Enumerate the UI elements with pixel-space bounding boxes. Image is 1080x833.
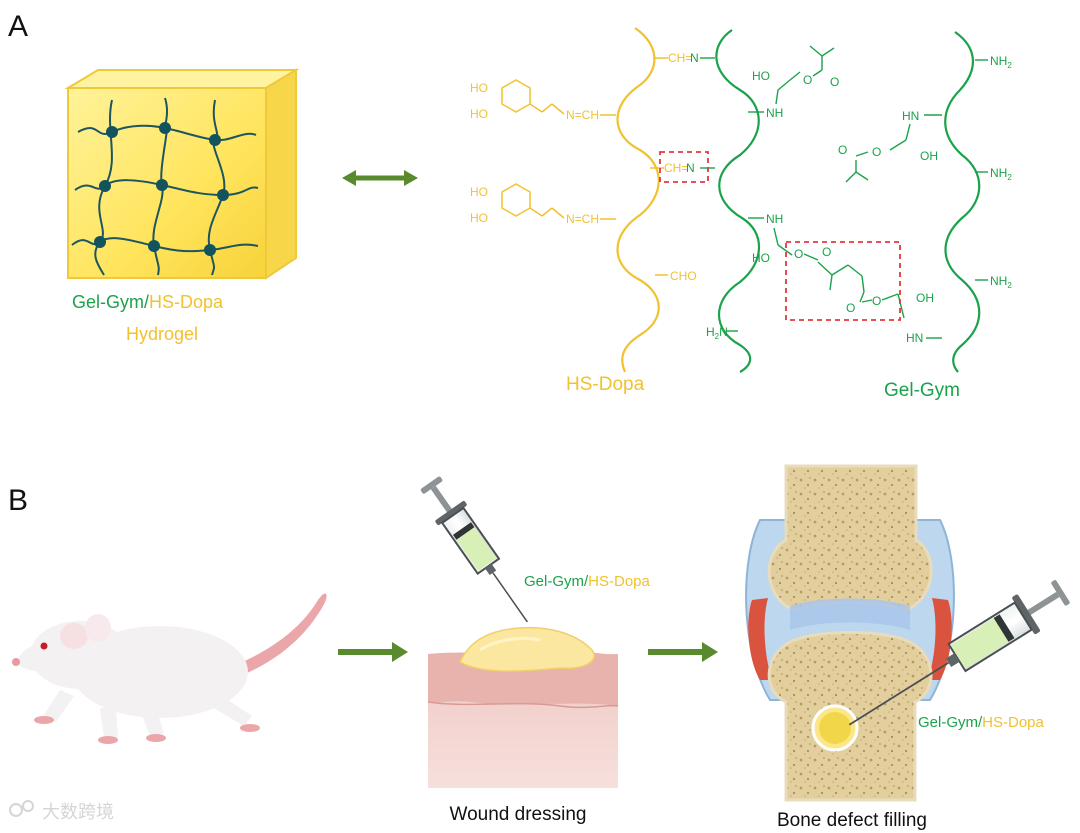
bone-syringe-label: Gel-Gym/HS-Dopa: [918, 714, 1045, 731]
gelgym-o-6: O: [822, 245, 831, 259]
catechol2-n-ch: N=CH: [566, 212, 599, 226]
gelgym-oh-1: OH: [920, 149, 938, 163]
bone-joint-illustration: [745, 464, 955, 802]
gelgym-ho-2: HO: [752, 251, 770, 265]
watermark-text: 大数跨境: [42, 802, 114, 822]
legend-gelgym: Gel-Gym/: [72, 292, 149, 312]
gelgym-o-7: O: [846, 301, 855, 315]
hsdopa-backbone: [616, 27, 660, 373]
crosslink-highlight: [785, 241, 901, 321]
gelgym-nh-2: NH: [766, 212, 783, 226]
gelgym-nh2-1: NH2: [990, 54, 1012, 70]
right-arrow-icon-2: [648, 642, 718, 662]
syringe-label: Gel-Gym/HS-Dopa: [524, 573, 651, 590]
syringe-icon-2: [848, 580, 1070, 726]
gelgym-o-8: O: [872, 294, 881, 308]
gelgym-nh2-3: NH2: [990, 274, 1012, 290]
gelgym-hn-2: HN: [906, 331, 923, 345]
gelgym-o-4: O: [838, 143, 847, 157]
syringe-icon: [420, 476, 528, 623]
catechol2-ho-b: HO: [470, 211, 488, 225]
gelgym-backbones: [715, 29, 981, 373]
gelgym-o-1: O: [803, 73, 812, 87]
hsdopa-ch-mid: CH=: [664, 161, 688, 175]
gelgym-groups: NH HO O O HN OH O O NH2 NH2 NH2 NH HO: [700, 45, 1012, 345]
watermark: 大数跨境: [9, 800, 114, 822]
mouse-icon: [12, 593, 327, 744]
hsdopa-chain-label: HS-Dopa: [566, 374, 645, 395]
gelgym-n-mid: N: [686, 161, 695, 175]
gelgym-chain-label: Gel-Gym: [884, 380, 960, 401]
gelgym-nh-1: NH: [766, 106, 783, 120]
watermark-logo-icon: [9, 803, 23, 817]
wound-skin-illustration: [427, 626, 619, 788]
hydrogel-legend: Gel-Gym/HS-Dopa: [72, 292, 224, 312]
hsdopa-cho: CHO: [670, 269, 697, 283]
gelgym-o-5: O: [794, 247, 803, 261]
gelgym-o-3: O: [872, 145, 881, 159]
catechol2-ho-a: HO: [470, 185, 488, 199]
crosslink-nodes: [94, 122, 229, 256]
gelgym-n-top: N: [690, 51, 699, 65]
schiff-base-highlight: [659, 151, 709, 183]
panel-a-label: A: [8, 10, 28, 43]
catechol1-ho-a: HO: [470, 81, 488, 95]
gelgym-ho-1: HO: [752, 69, 770, 83]
catechol1-n-ch: N=CH: [566, 108, 599, 122]
gelgym-hn-1: HN: [902, 109, 919, 123]
gelgym-h2n: H2N: [706, 325, 728, 341]
hydrogel-label: Hydrogel: [126, 324, 198, 344]
caption-wound-dressing: Wound dressing: [450, 804, 587, 825]
right-arrow-icon: [338, 642, 408, 662]
hsdopa-ch-top: CH=: [668, 51, 692, 65]
panel-b-label: B: [8, 484, 28, 517]
gelgym-nh2-2: NH2: [990, 166, 1012, 182]
hsdopa-groups: CH= N CH= N CHO HO HO N=CH HO HO N=CH: [470, 51, 699, 283]
hydrogel-cube: [64, 68, 300, 280]
caption-bone-defect-filling: Bone defect filling: [777, 810, 927, 831]
legend-hsdopa: HS-Dopa: [149, 292, 224, 312]
gelgym-o-2: O: [830, 75, 839, 89]
gelgym-oh-2: OH: [916, 291, 934, 305]
catechol1-ho-b: HO: [470, 107, 488, 121]
double-arrow-icon: [342, 170, 418, 186]
